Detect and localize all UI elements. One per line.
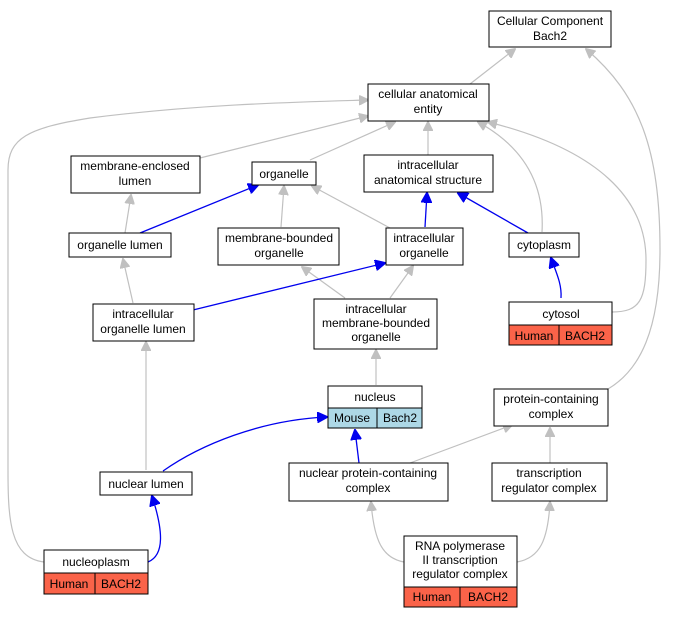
node-intracellular-membrane-bounded-organelle[interactable]: intracellular membrane-bounded organelle (313, 298, 438, 350)
node-organelle[interactable]: organelle (251, 161, 317, 186)
node-label-line: II transcription (422, 553, 497, 567)
node-label-line: organelle (351, 330, 401, 344)
edge-imbo-to-io (389, 266, 413, 299)
node-cytoplasm[interactable]: cytoplasm (508, 232, 580, 258)
annotation-gene-cell (459, 586, 518, 608)
edge-ol-to-mel (124, 195, 131, 234)
node-label-line: nucleus (354, 390, 395, 404)
annotation-gene-cell (376, 407, 423, 429)
edge-iol-to-io (192, 263, 385, 311)
annotation-gene: BACH2 (468, 590, 508, 604)
node-label-line: RNA polymerase (415, 539, 505, 553)
node-label-line: intracellular (393, 231, 454, 245)
node-nucleoplasm[interactable]: nucleoplasm Human BACH2 (43, 549, 149, 595)
node-label-line: intracellular (345, 302, 406, 316)
node-cellular-component-bach2[interactable]: Cellular Component Bach2 (488, 10, 612, 48)
edge-io-to-organelle (312, 186, 391, 229)
node-cellular-anatomical-entity[interactable]: cellular anatomical entity (367, 83, 490, 122)
node-label-line: organelle lumen (77, 238, 162, 252)
edge-cytosol-to-cae (488, 122, 647, 313)
node-label-line: organelle lumen (100, 322, 185, 336)
node-label-line: anatomical structure (374, 173, 482, 187)
edge-nucleoplasm-to-nl (147, 496, 162, 563)
node-label-line: protein-containing (503, 392, 598, 406)
node-membrane-bounded-organelle[interactable]: membrane-bounded organelle (217, 227, 340, 266)
node-label-line: cytosol (542, 307, 579, 321)
edge-cytoplasm-to-ias (458, 193, 529, 234)
edge-pcc-to-root (586, 49, 661, 390)
node-label-line: Bach2 (533, 29, 567, 43)
node-rna-polymerase-ii-complex[interactable]: RNA polymerase II transcription regulato… (403, 535, 518, 608)
edges (7, 49, 661, 563)
node-nucleus[interactable]: nucleus Mouse Bach2 (327, 385, 423, 429)
node-transcription-regulator-complex[interactable]: transcription regulator complex (491, 462, 608, 502)
node-label-line: complex (529, 407, 574, 421)
annotation-gene: BACH2 (565, 329, 605, 343)
edge-nucleoplasm-to-cae (7, 100, 368, 563)
annotation-species: Mouse (334, 411, 370, 425)
node-intracellular-anatomical-structure[interactable]: intracellular anatomical structure (363, 154, 494, 193)
edge-io-to-ias (425, 193, 427, 228)
node-cytosol[interactable]: cytosol Human BACH2 (508, 301, 613, 346)
node-label-line: membrane-enclosed (80, 159, 189, 173)
edge-imbo-to-mbo (302, 267, 346, 299)
edge-ol-to-organelle (139, 185, 258, 234)
annotation-species: Human (515, 329, 554, 343)
annotation-gene-cell (558, 324, 613, 346)
node-label-line: regulator complex (501, 481, 596, 495)
node-label-line: membrane-bounded (225, 231, 333, 245)
node-label-line: regulator complex (412, 567, 507, 581)
annotation-species: Human (50, 577, 89, 591)
node-organelle-lumen[interactable]: organelle lumen (68, 232, 172, 258)
edge-cytoplasm-to-cae (478, 122, 543, 233)
edge-iol-to-ol (123, 259, 134, 304)
node-label-line: Cellular Component (497, 14, 604, 28)
edge-npcc-to-pcc (409, 425, 512, 464)
node-label-line: nuclear protein-containing (299, 466, 437, 480)
node-label-line: intracellular (397, 158, 458, 172)
annotation-gene-cell (94, 572, 149, 595)
edge-mel-to-cae (199, 116, 368, 159)
node-label-line: transcription (516, 466, 581, 480)
annotation-species: Human (413, 590, 452, 604)
annotation-gene: Bach2 (383, 411, 417, 425)
edge-cytosol-to-cytoplasm (551, 258, 562, 299)
node-label-line: nuclear lumen (108, 477, 183, 491)
edge-cae-to-root (469, 49, 515, 85)
edge-npcc-to-nucleus (355, 430, 359, 464)
node-label-line: lumen (119, 174, 152, 188)
node-label-line: membrane-bounded (322, 316, 430, 330)
edge-organelle-to-cae (309, 122, 395, 161)
node-label-line: nucleoplasm (62, 555, 129, 569)
node-label-line: organelle (254, 246, 304, 260)
node-nuclear-lumen[interactable]: nuclear lumen (99, 471, 193, 496)
node-label-line: cytoplasm (517, 238, 571, 252)
edge-nl-to-nucleus (162, 417, 327, 472)
node-intracellular-organelle[interactable]: intracellular organelle (385, 227, 464, 266)
node-protein-containing-complex[interactable]: protein-containing complex (493, 388, 609, 427)
node-label-line: organelle (399, 246, 449, 260)
node-label-line: entity (414, 102, 443, 116)
node-label-line: cellular anatomical (378, 87, 477, 101)
node-intracellular-organelle-lumen[interactable]: intracellular organelle lumen (92, 303, 195, 342)
node-membrane-enclosed-lumen[interactable]: membrane-enclosed lumen (70, 155, 201, 194)
edge-rnapii-to-npcc (371, 502, 405, 563)
node-nuclear-protein-containing-complex[interactable]: nuclear protein-containing complex (288, 462, 449, 502)
node-label-line: organelle (259, 167, 309, 181)
edge-mbo-to-organelle (281, 186, 284, 228)
node-label-line: complex (346, 481, 391, 495)
annotation-gene: BACH2 (101, 577, 141, 591)
node-label-line: intracellular (112, 307, 173, 321)
edge-rnapii-to-trc (516, 502, 550, 563)
